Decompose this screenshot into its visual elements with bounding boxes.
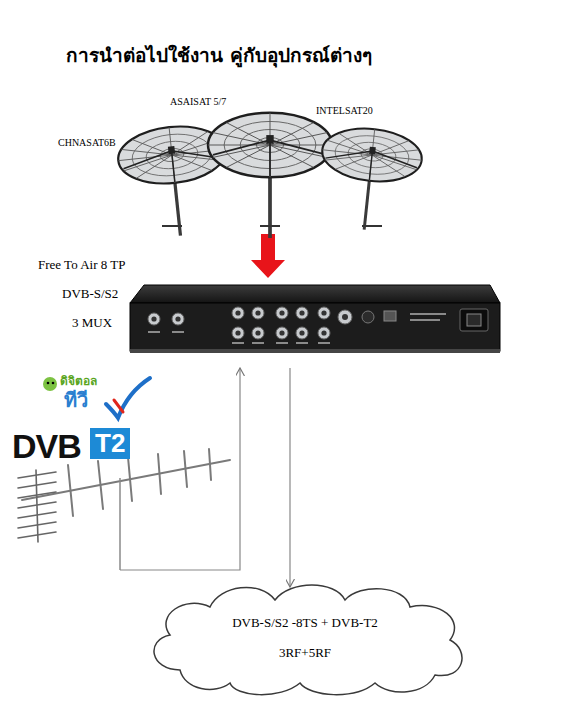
antenna-group: ดิจิตอลทีวี DVB T2: [10, 370, 240, 570]
device-spec-label: 3 MUX: [72, 315, 112, 331]
device-spec-label: DVB-S/S2: [62, 286, 118, 302]
mux-device: Free To Air 8 TPDVB-S/S23 MUX: [130, 283, 500, 368]
signal-line: [289, 368, 290, 587]
output-cloud: DVB-S/S2 -8TS + DVB-T2 3RF+5RF: [140, 575, 470, 700]
output-label: 3RF+5RF: [140, 645, 470, 661]
satellite-label: ASAISAT 5/7: [170, 96, 226, 108]
logo-text: ดิจิตอล: [60, 374, 97, 388]
satellite-dishes: [50, 88, 430, 230]
logo-text: T2: [90, 428, 130, 459]
cloud-shape: [140, 575, 470, 700]
satellite-label: INTELSAT20: [316, 105, 373, 117]
device-spec-label: Free To Air 8 TP: [38, 257, 125, 273]
satellite-label: CHNASAT6B: [58, 137, 116, 149]
output-label: DVB-S/S2 -8TS + DVB-T2: [140, 615, 470, 631]
multiplexer-device: [130, 283, 500, 368]
block-arrow: [251, 234, 285, 278]
satellite-dish-group: CHNASAT6B ASAISAT 5/7INTELSAT20: [50, 88, 430, 230]
logo-text: DVB: [12, 426, 81, 467]
diagram-title: การนำต่อไปใช้งาน คู่กับอุปกรณ์ต่างๆ: [66, 40, 372, 70]
logo-text: ทีวี: [64, 388, 88, 412]
tv-antenna: [10, 370, 240, 570]
